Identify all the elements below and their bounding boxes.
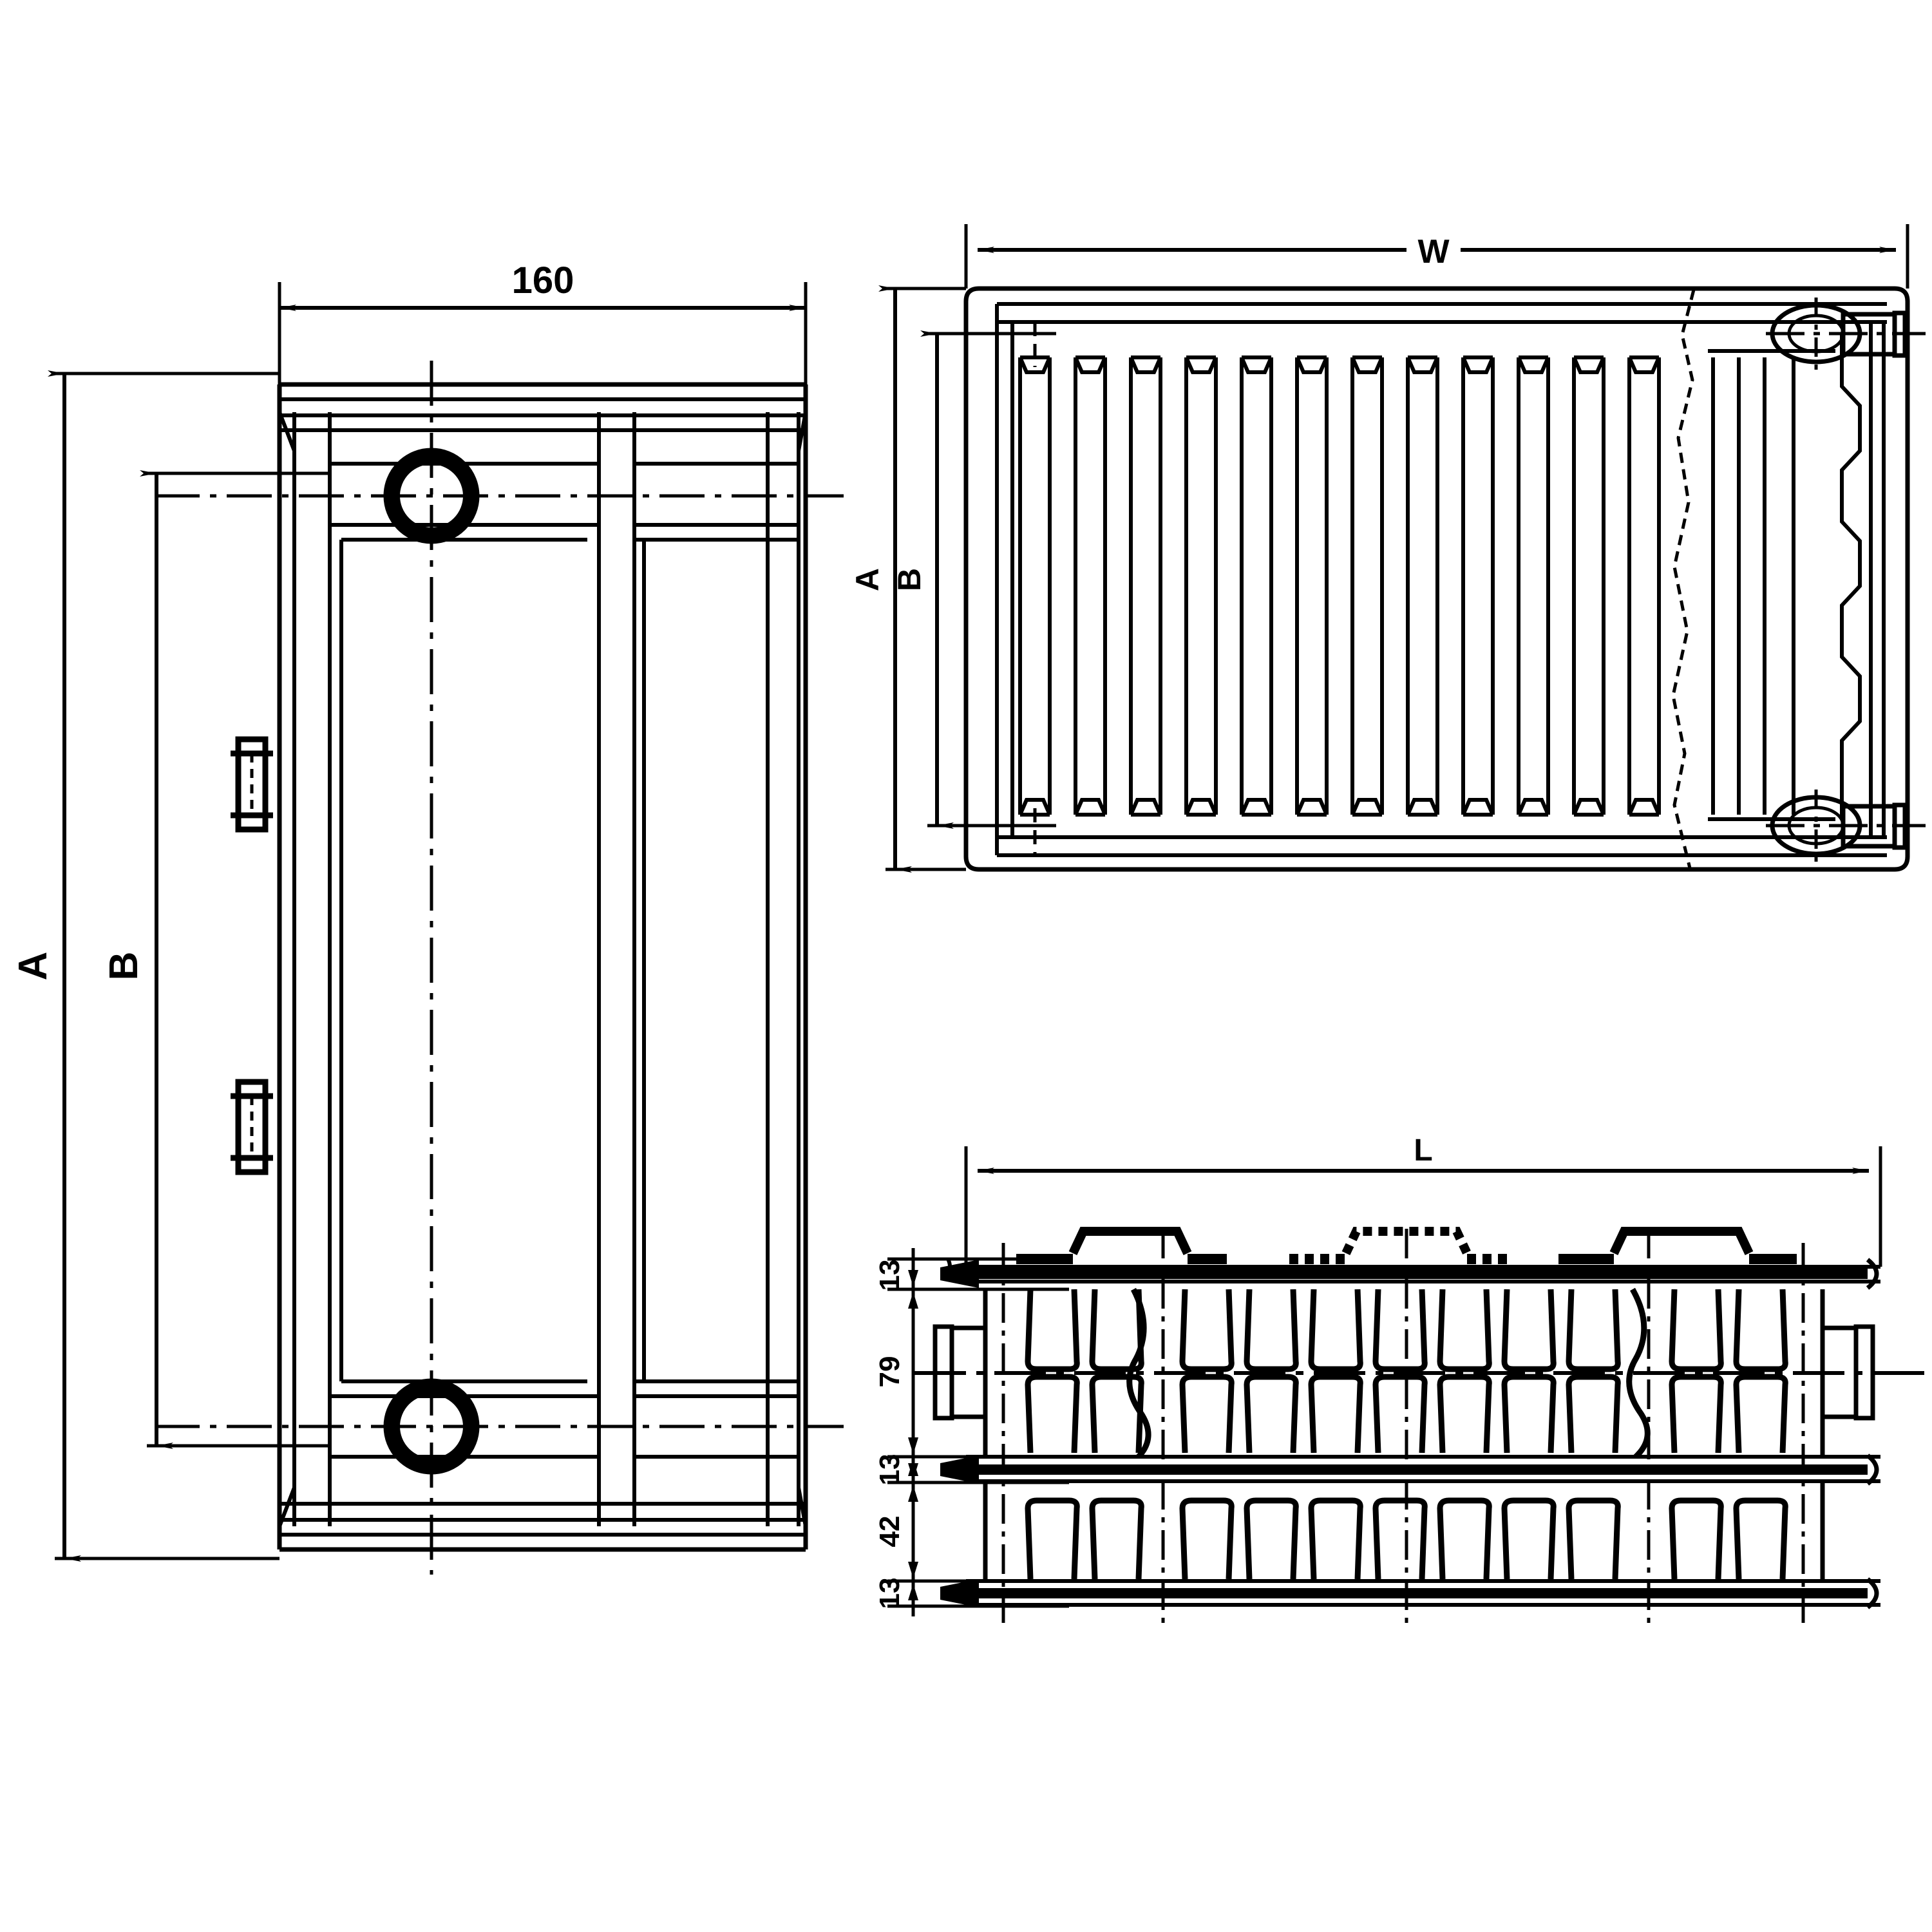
- dimension-B-front: B: [891, 330, 1056, 829]
- plan-mid-plate: [940, 1454, 1880, 1486]
- left-side-view: 160 A B: [11, 260, 844, 1575]
- front-view-grille-frame: [995, 302, 1887, 857]
- dimension-B-front-label: B: [891, 568, 927, 591]
- front-view-side-grille-slots: [1840, 322, 1886, 837]
- front-view-outer-casing: [963, 286, 1910, 872]
- fin-3: [1129, 355, 1162, 817]
- dimension-13-bottom-label: 13: [874, 1578, 905, 1609]
- dimension-L-label: L: [1414, 1133, 1432, 1168]
- plan-convector-row-1-upper: [1025, 1289, 1788, 1372]
- front-view-break-line: [1671, 289, 1696, 869]
- front-view-top-connector: [1766, 298, 1926, 370]
- fin-4: [1184, 355, 1218, 817]
- dimension-13-mid-label: 13: [874, 1454, 905, 1486]
- upper-wall-bracket: [231, 736, 273, 833]
- front-view-bottom-connector: [1766, 790, 1926, 863]
- fin-11: [1572, 355, 1605, 817]
- fin-7: [1350, 355, 1384, 817]
- side-view-top-lines: [279, 397, 806, 1537]
- dimension-W: W: [964, 224, 1909, 289]
- plan-dimension-stack: 13 79 13 42 13: [874, 1248, 1069, 1616]
- plan-convector-row-2: [1025, 1497, 1788, 1580]
- dimension-A-side-label: A: [11, 952, 55, 981]
- plan-section-view: L: [874, 1133, 1926, 1623]
- plan-bottom-plate: [940, 1577, 1880, 1609]
- fin-10: [1517, 355, 1550, 817]
- plan-convector-row-1-lower: [1025, 1374, 1788, 1454]
- fin-6: [1295, 355, 1329, 817]
- dimension-W-label: W: [1417, 233, 1450, 270]
- fin-1: [1018, 355, 1052, 817]
- fin-2: [1074, 355, 1107, 817]
- side-view-right-subpanel: [642, 538, 768, 1383]
- dimension-160-label: 160: [512, 260, 574, 301]
- dimension-42-label: 42: [874, 1516, 905, 1548]
- front-view: W A B: [849, 224, 1926, 873]
- front-view-fins: [1018, 355, 1661, 817]
- dimension-A-front: A: [849, 285, 966, 873]
- lower-wall-bracket: [231, 1079, 273, 1175]
- dimension-B-side: B: [102, 470, 330, 1449]
- plan-top-shell-thick: [940, 1258, 1879, 1290]
- fin-9: [1461, 355, 1495, 817]
- side-view-body-outline: [277, 382, 808, 1552]
- front-view-fin-centerlines: [1033, 322, 1037, 853]
- dimension-13-top-label: 13: [874, 1260, 905, 1291]
- dimension-A-front-label: A: [849, 568, 886, 591]
- dimension-79-label: 79: [874, 1356, 905, 1388]
- fin-5: [1240, 355, 1273, 817]
- plan-section-centerlines: [1001, 1229, 1805, 1623]
- side-view-left-subpanel: [339, 538, 587, 1383]
- dimension-L: L: [964, 1133, 1882, 1267]
- dimension-B-side-label: B: [102, 952, 146, 981]
- fin-8: [1406, 355, 1439, 817]
- dimension-160: 160: [278, 260, 808, 384]
- fin-12: [1627, 355, 1661, 817]
- dimension-A-side: A: [11, 370, 279, 1562]
- front-view-right-fins: [1708, 349, 1835, 821]
